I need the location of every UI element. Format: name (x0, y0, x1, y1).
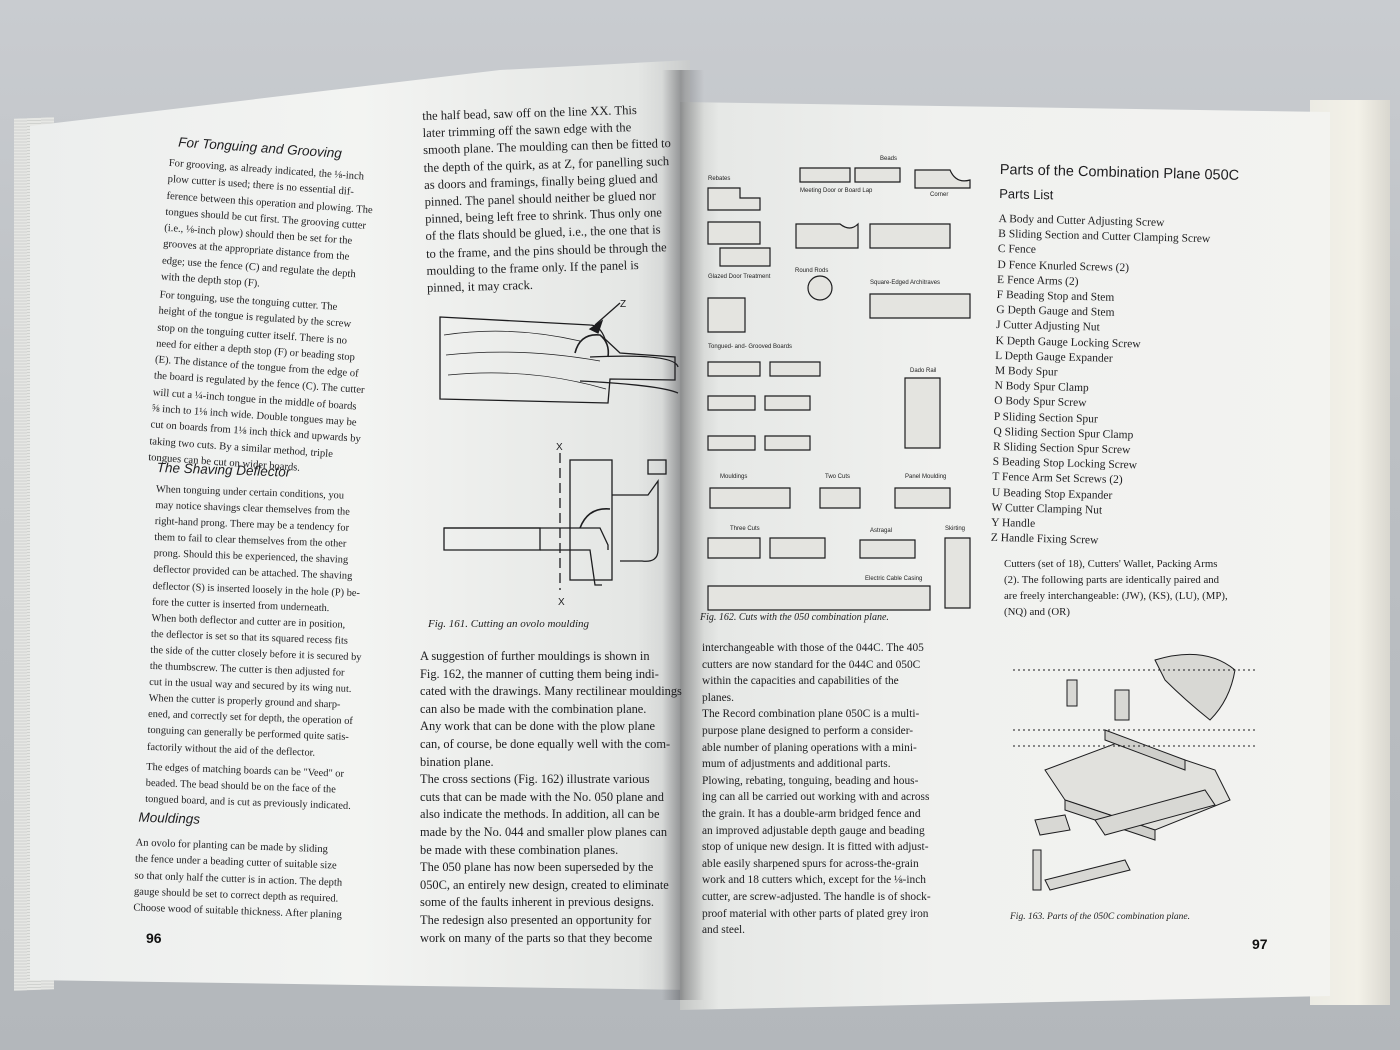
para-veed: The edges of matching boards can be "Vee… (144, 761, 351, 813)
fig162-label-cable: Electric Cable Casing (865, 576, 922, 582)
fig162-label-meeting: Meeting Door or Board Lap (800, 188, 873, 194)
parts-list: A Body and Cutter Adjusting Screw B Slid… (991, 212, 1211, 552)
fig162-label-glazed: Glazed Door Treatment (708, 274, 771, 280)
para-ovolo: An ovolo for planting can be made by sli… (133, 837, 343, 921)
fig161-label-x-bottom: X (558, 597, 565, 608)
fig162-label-astragal: Astragal (870, 528, 892, 534)
fig162-label-beads: Beads (880, 156, 897, 162)
fig-161-drawing: Z X X (439, 299, 679, 608)
fig162-label-tongued: Tongued- and- Grooved Boards (708, 344, 792, 350)
fig162-label-round-rods: Round Rods (795, 268, 828, 274)
fig162-label-square-edged: Square-Edged Architraves (870, 280, 940, 286)
fig162-label-panel-moulding: Panel Moulding (905, 474, 946, 480)
fig161-label-z: Z (620, 299, 626, 310)
para-half-bead: the half bead, saw off on the line XX. T… (422, 103, 671, 295)
fig-161-caption: Fig. 161. Cutting an ovolo moulding (428, 618, 590, 630)
fig162-label-three-cuts: Three Cuts (730, 526, 760, 532)
page-number-right: 97 (1252, 936, 1268, 952)
para-further-mouldings: A suggestion of further mouldings is sho… (420, 649, 682, 945)
fig-163-caption: Fig. 163. Parts of the 050C combination … (1010, 912, 1190, 922)
para-grooving: For grooving, as already indicated, the … (160, 157, 374, 290)
fig162-label-two-cuts: Two Cuts (825, 474, 850, 480)
para-cutters: Cutters (set of 18), Cutters' Wallet, Pa… (1004, 558, 1228, 618)
parts-subtitle: Parts List (999, 185, 1054, 203)
fig161-label-x-top: X (556, 442, 563, 453)
book-gutter-shadow (662, 70, 704, 1000)
fig162-label-mouldings: Mouldings (720, 474, 747, 480)
fig162-label-dado: Dado Rail (910, 368, 936, 374)
para-shaving: When tonguing under certain conditions, … (146, 483, 362, 759)
fig162-label-rebates: Rebates (708, 176, 730, 182)
para-record-plane: interchangeable with those of the 044C. … (702, 642, 931, 937)
page-number-left: 96 (146, 930, 162, 946)
fig-162-drawing: Beads Rebates Meeting Door or Board Lap … (707, 156, 971, 611)
fig162-label-corner: Corner (930, 192, 948, 198)
fig-162-caption: Fig. 162. Cuts with the 050 combination … (700, 612, 889, 623)
fig162-label-skirting: Skirting (945, 526, 965, 532)
heading-mouldings: Mouldings (138, 809, 201, 827)
left-page (30, 60, 690, 990)
para-tonguing: For tonguing, use the tonguing cutter. T… (147, 289, 365, 474)
fig-163-exploded-drawing (1013, 653, 1255, 891)
